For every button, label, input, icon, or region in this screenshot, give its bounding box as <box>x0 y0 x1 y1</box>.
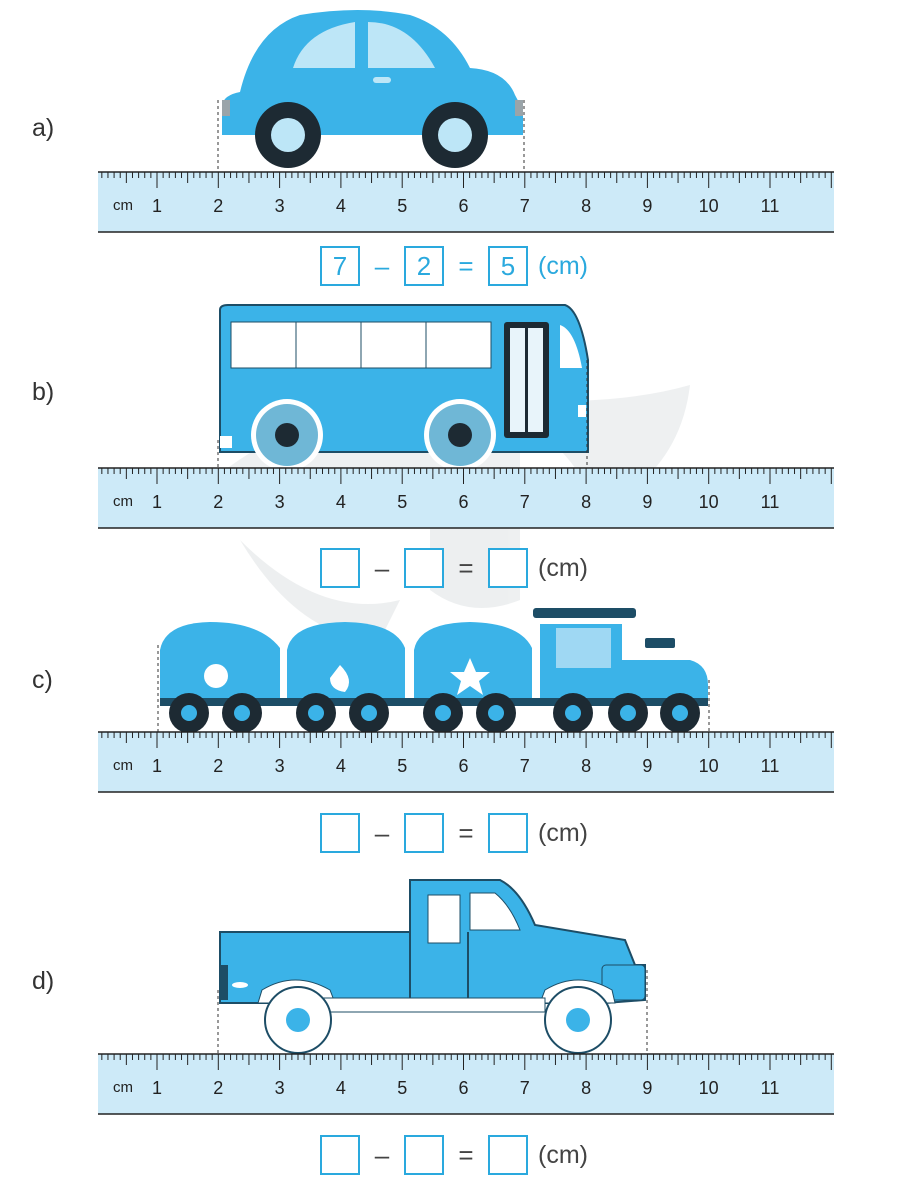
ruler-tick-label: 4 <box>336 492 346 512</box>
minus-sign: – <box>374 817 390 848</box>
minuend-box[interactable] <box>320 813 360 853</box>
minuend-box[interactable] <box>320 1135 360 1175</box>
ruler-body <box>98 732 834 792</box>
minus-sign: – <box>374 1139 390 1170</box>
unit-label: (cm) <box>538 553 588 582</box>
subtrahend-box[interactable] <box>404 548 444 588</box>
ruler-tick-label: 11 <box>761 492 780 512</box>
result-box[interactable]: 5 <box>488 246 528 286</box>
subtrahend-box[interactable] <box>404 813 444 853</box>
problem-label-a: a) <box>32 114 55 142</box>
equation-c: – = (cm) <box>320 811 588 855</box>
ruler: cm 1 2 3 4 5 6 7 8 9 10 11 <box>98 467 834 529</box>
ruler: cm 1 2 3 4 5 6 7 8 9 10 11 <box>98 171 834 233</box>
ruler: cm 1 2 3 4 5 6 7 8 9 10 11 <box>98 1053 834 1115</box>
ruler-unit-label: cm <box>113 197 133 214</box>
ruler-tick-label: 8 <box>581 196 591 216</box>
ruler-tick-label: 5 <box>397 756 407 776</box>
ruler-tick-label: 7 <box>520 196 530 216</box>
ruler-tick-label: 7 <box>520 1078 530 1098</box>
ruler-tick-label: 4 <box>336 196 346 216</box>
ruler-tick-label: 2 <box>213 196 223 216</box>
equation-d: – = (cm) <box>320 1133 588 1177</box>
ruler-unit-label: cm <box>113 1079 133 1096</box>
ruler-tick-label: 6 <box>458 756 468 776</box>
minuend-box[interactable] <box>320 548 360 588</box>
ruler-tick-label: 11 <box>761 756 780 776</box>
ruler-tick-label: 11 <box>761 1078 780 1098</box>
unit-label: (cm) <box>538 818 588 847</box>
ruler-tick-label: 10 <box>699 1078 719 1098</box>
ruler-tick-label: 6 <box>458 492 468 512</box>
ruler-tick-label: 3 <box>275 756 285 776</box>
equals-sign: = <box>458 552 474 583</box>
ruler-tick-label: 6 <box>458 196 468 216</box>
ruler: cm 1 2 3 4 5 6 7 8 9 10 11 <box>98 731 834 793</box>
ruler-tick-label: 8 <box>581 492 591 512</box>
ruler-tick-label: 3 <box>275 1078 285 1098</box>
subtrahend-box[interactable] <box>404 1135 444 1175</box>
ruler-unit-label: cm <box>113 757 133 774</box>
equals-sign: = <box>458 1139 474 1170</box>
unit-label: (cm) <box>538 251 588 280</box>
ruler-tick-label: 2 <box>213 492 223 512</box>
ruler-tick-label: 10 <box>699 756 719 776</box>
ruler-tick-label: 9 <box>642 196 652 216</box>
equation-b: – = (cm) <box>320 546 588 590</box>
problem-label-d: d) <box>32 967 55 995</box>
ruler-tick-label: 9 <box>642 756 652 776</box>
ruler-tick-label: 1 <box>152 492 162 512</box>
ruler-tick-label: 1 <box>152 756 162 776</box>
unit-label: (cm) <box>538 1140 588 1169</box>
ruler-tick-label: 4 <box>336 756 346 776</box>
result-box[interactable] <box>488 1135 528 1175</box>
equals-sign: = <box>458 250 474 281</box>
minuend-box[interactable]: 7 <box>320 246 360 286</box>
pickup-truck-icon <box>217 879 648 1055</box>
ruler-tick-label: 2 <box>213 756 223 776</box>
ruler-tick-label: 3 <box>275 492 285 512</box>
ruler-body <box>98 468 834 528</box>
ruler-unit-label: cm <box>113 493 133 510</box>
ruler-tick-label: 10 <box>699 492 719 512</box>
ruler-tick-label: 5 <box>397 1078 407 1098</box>
subtrahend-box[interactable]: 2 <box>404 246 444 286</box>
ruler-tick-label: 5 <box>397 196 407 216</box>
problem-label-b: b) <box>32 378 55 406</box>
ruler-tick-label: 10 <box>699 196 719 216</box>
ruler-tick-label: 6 <box>458 1078 468 1098</box>
ruler-tick-label: 2 <box>213 1078 223 1098</box>
ruler-body <box>98 172 834 232</box>
equals-sign: = <box>458 817 474 848</box>
result-box[interactable] <box>488 813 528 853</box>
ruler-tick-label: 8 <box>581 756 591 776</box>
ruler-tick-label: 11 <box>761 196 780 216</box>
train-icon <box>157 608 710 735</box>
minus-sign: – <box>374 250 390 281</box>
car-icon <box>217 10 525 175</box>
equation-a: 7 – 2 = 5 (cm) <box>320 244 588 288</box>
result-box[interactable] <box>488 548 528 588</box>
ruler-tick-label: 1 <box>152 1078 162 1098</box>
ruler-tick-label: 7 <box>520 492 530 512</box>
ruler-body <box>98 1054 834 1114</box>
ruler-tick-label: 4 <box>336 1078 346 1098</box>
problem-label-c: c) <box>32 666 53 694</box>
bus-icon <box>217 304 589 471</box>
ruler-tick-label: 3 <box>275 196 285 216</box>
ruler-tick-label: 9 <box>642 492 652 512</box>
ruler-tick-label: 5 <box>397 492 407 512</box>
ruler-tick-label: 1 <box>152 196 162 216</box>
ruler-tick-label: 7 <box>520 756 530 776</box>
ruler-tick-label: 9 <box>642 1078 652 1098</box>
ruler-tick-label: 8 <box>581 1078 591 1098</box>
minus-sign: – <box>374 552 390 583</box>
